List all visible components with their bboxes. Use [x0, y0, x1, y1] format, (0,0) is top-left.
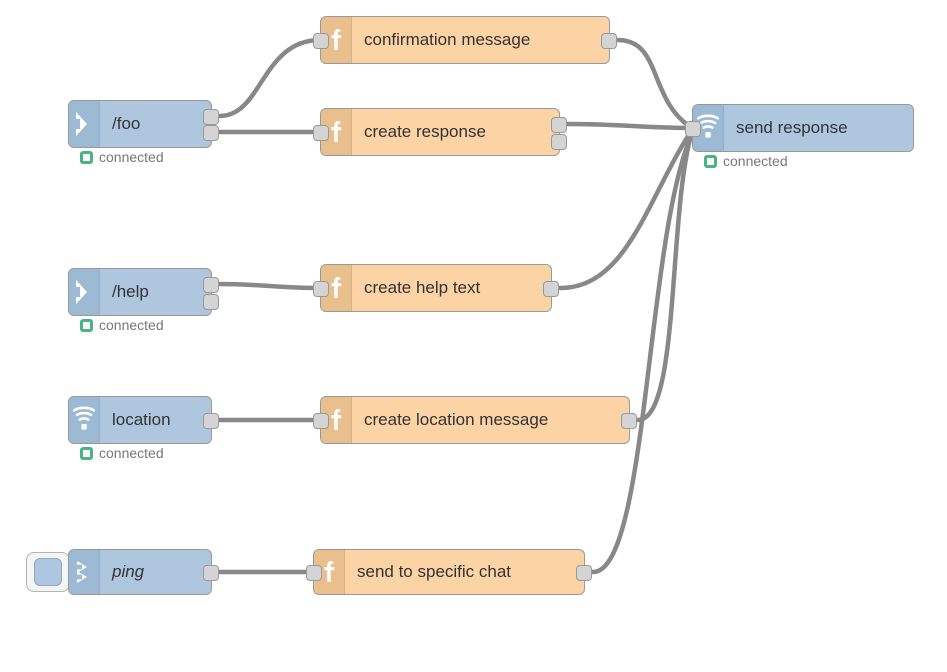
status-indicator-icon: [80, 318, 93, 332]
node-create-help-text[interactable]: create help text: [313, 264, 559, 312]
wire-create-help-text-send-response: [557, 127, 695, 291]
wire-create-response-send-response: [565, 121, 695, 131]
output-port[interactable]: [621, 413, 637, 429]
wire-create-location-message-send-response: [635, 129, 695, 423]
status-label: connected: [723, 153, 788, 169]
input-port[interactable]: [685, 121, 701, 137]
node-label: send response: [736, 118, 848, 137]
link-in-button-inner: [34, 558, 62, 586]
node-label: confirmation message: [364, 30, 531, 49]
input-port[interactable]: [313, 125, 329, 141]
node-foo-command[interactable]: /foo: [68, 100, 219, 148]
node-label: /help: [112, 282, 149, 301]
node-create-location-message[interactable]: create location message: [313, 396, 637, 444]
status-indicator-icon: [704, 154, 717, 168]
output-port[interactable]: [203, 565, 219, 581]
wire-foo-out1-confirmation: [217, 37, 323, 119]
output-port-2[interactable]: [551, 134, 567, 150]
double-arrow-right-icon: [69, 550, 100, 594]
node-label: location: [112, 410, 171, 429]
node-label: ping: [112, 562, 145, 581]
status-indicator-icon: [80, 150, 93, 164]
node-create-response[interactable]: create response: [313, 108, 567, 156]
status-foo-command: connected: [80, 149, 164, 165]
status-send-response: connected: [704, 153, 788, 169]
node-location-receiver[interactable]: location: [68, 396, 219, 444]
node-label: send to specific chat: [357, 562, 512, 581]
wire-confirmation-send-response: [615, 37, 695, 131]
node-confirmation-message[interactable]: confirmation message: [313, 16, 617, 64]
input-port[interactable]: [313, 281, 329, 297]
output-port-1[interactable]: [203, 109, 219, 125]
input-port[interactable]: [313, 413, 329, 429]
output-port[interactable]: [601, 33, 617, 49]
input-port[interactable]: [313, 33, 329, 49]
node-ping-link[interactable]: ping: [68, 549, 219, 595]
output-port[interactable]: [203, 413, 219, 429]
output-port-2[interactable]: [203, 294, 219, 310]
node-label: /foo: [112, 114, 141, 133]
output-port-1[interactable]: [203, 277, 219, 293]
node-label: create location message: [364, 410, 549, 429]
node-help-command[interactable]: /help: [68, 268, 219, 316]
arrow-right-chevron-icon: [69, 101, 100, 147]
status-label: connected: [99, 445, 164, 461]
node-label: create help text: [364, 278, 481, 297]
output-port[interactable]: [576, 565, 592, 581]
output-port-1[interactable]: [551, 117, 567, 133]
output-port-2[interactable]: [203, 125, 219, 141]
node-send-to-specific-chat[interactable]: send to specific chat: [306, 549, 592, 595]
status-location-receiver: connected: [80, 445, 164, 461]
wire-send-to-specific-chat-send-response: [590, 131, 695, 575]
status-indicator-icon: [80, 446, 93, 460]
status-label: connected: [99, 317, 164, 333]
status-label: connected: [99, 149, 164, 165]
signal-wifi-icon: [69, 397, 100, 443]
function-f-icon: [321, 17, 352, 63]
node-label: create response: [364, 122, 486, 141]
link-in-button[interactable]: [26, 552, 70, 592]
status-help-command: connected: [80, 317, 164, 333]
output-port[interactable]: [543, 281, 559, 297]
input-port[interactable]: [306, 565, 322, 581]
wire-help-create-help-text: [217, 281, 323, 291]
node-send-response[interactable]: send response: [685, 104, 914, 152]
arrow-right-chevron-icon: [69, 269, 100, 315]
